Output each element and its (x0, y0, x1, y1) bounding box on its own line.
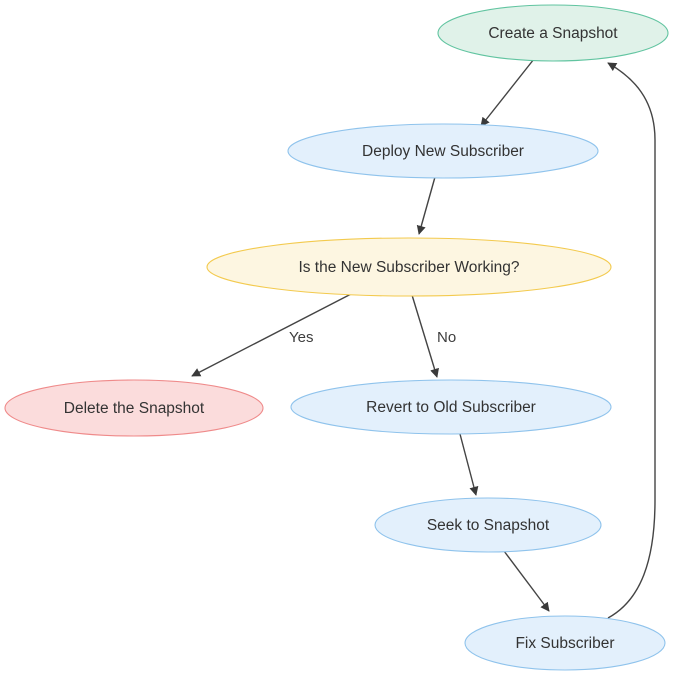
edge-working-to-revert (411, 294, 439, 378)
node-shape-working (206, 237, 612, 297)
edge-label-working-to-delete-yes: Yes (289, 329, 313, 346)
edge-labels-layer: Yes No (289, 329, 456, 346)
node-seek[interactable]: Seek to Snapshot (374, 497, 602, 553)
edge-label-working-to-revert-no: No (437, 329, 456, 346)
edge-seek-to-fix (503, 550, 550, 612)
node-shape-revert (290, 379, 612, 435)
edge-create-to-deploy (480, 58, 535, 127)
node-create[interactable]: Create a Snapshot (437, 4, 669, 62)
edge-fix-to-create (607, 62, 656, 619)
node-delete[interactable]: Delete the Snapshot (4, 379, 264, 437)
node-shape-deploy (287, 123, 599, 179)
node-revert[interactable]: Revert to Old Subscriber (290, 379, 612, 435)
node-shape-seek (374, 497, 602, 553)
node-working[interactable]: Is the New Subscriber Working? (206, 237, 612, 297)
node-shape-fix (464, 615, 666, 671)
edge-revert-to-seek (459, 433, 479, 496)
node-shape-create (437, 4, 669, 62)
edge-deploy-to-working (416, 176, 436, 235)
node-fix[interactable]: Fix Subscriber (464, 615, 666, 671)
node-deploy[interactable]: Deploy New Subscriber (287, 123, 599, 179)
node-shape-delete (4, 379, 264, 437)
edges-layer (191, 58, 656, 619)
edge-working-to-delete (191, 292, 354, 377)
